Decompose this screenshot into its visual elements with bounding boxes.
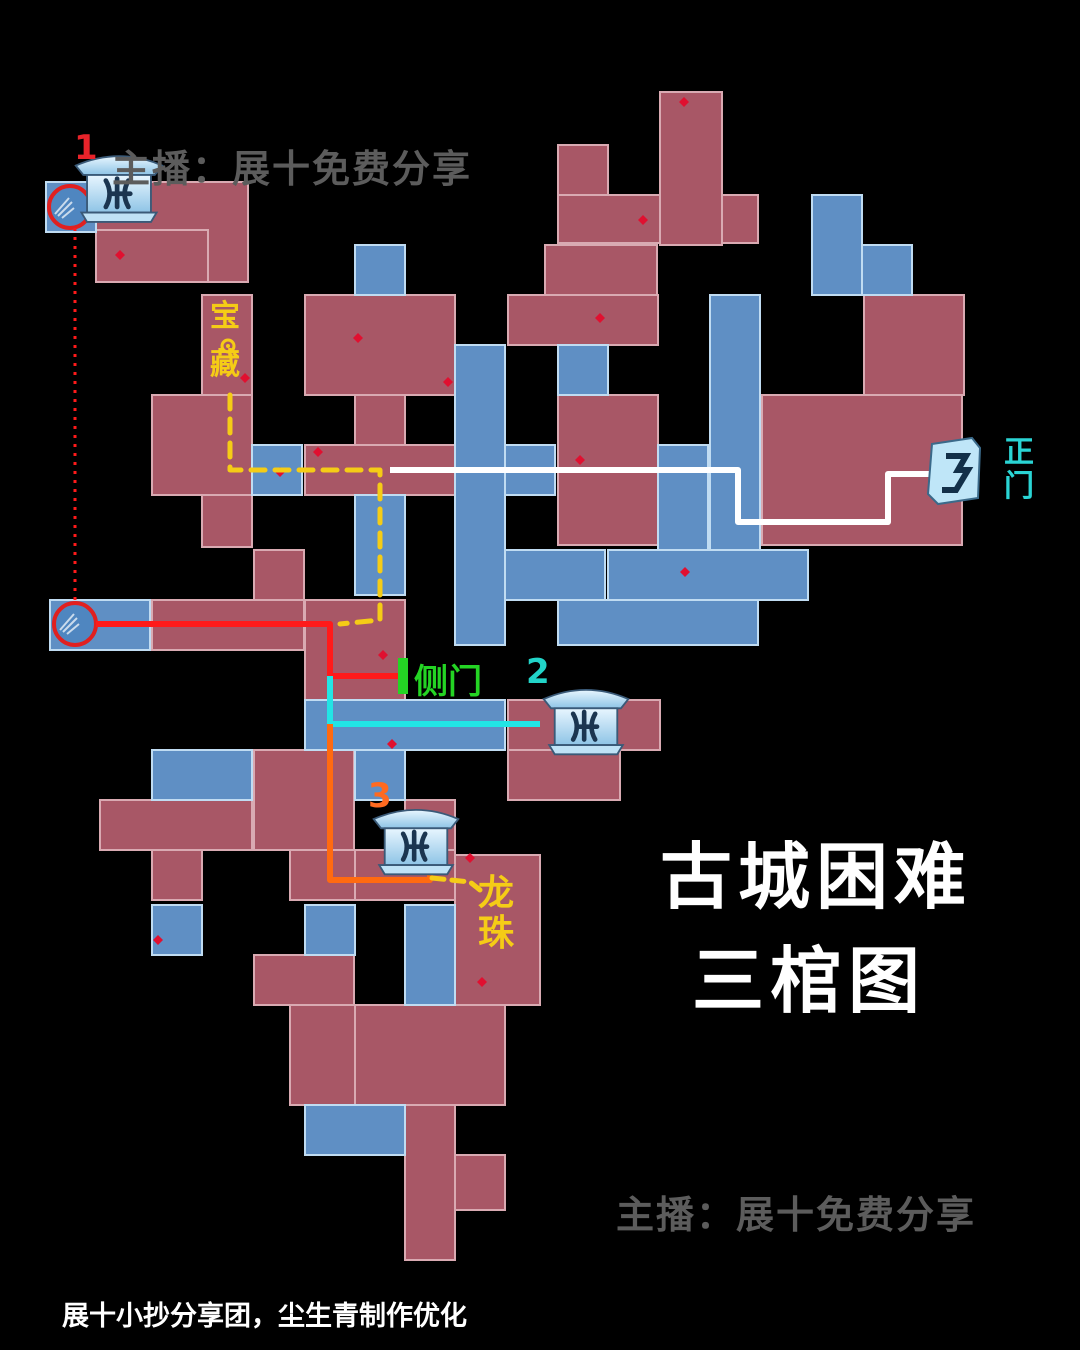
room-tile-blue bbox=[861, 244, 913, 296]
map-title-line2: 三棺图 bbox=[692, 939, 927, 1023]
room-marker-icon bbox=[378, 650, 388, 660]
room-tile-blue bbox=[454, 344, 506, 646]
room-tile-red bbox=[95, 229, 209, 283]
watermark-bottom: 主播：展十免费分享 bbox=[616, 1193, 977, 1237]
room-marker-icon bbox=[638, 215, 648, 225]
room-marker-icon bbox=[595, 313, 605, 323]
room-tile-blue bbox=[151, 904, 203, 956]
credit-text: 展十小抄分享团，尘生青制作优化 bbox=[62, 1301, 467, 1332]
side-gate-marker bbox=[398, 658, 408, 694]
room-marker-icon bbox=[153, 935, 163, 945]
coffin-number-1: 1 bbox=[74, 128, 98, 168]
room-tile-red bbox=[253, 749, 355, 851]
teleport-icon bbox=[52, 601, 98, 647]
room-tile-red bbox=[253, 549, 305, 601]
room-tile-blue bbox=[304, 1104, 406, 1156]
room-tile-red bbox=[201, 494, 253, 548]
room-tile-red bbox=[454, 1154, 506, 1211]
treasure-label-char2: 藏 bbox=[210, 346, 240, 382]
coffin-number-3: 3 bbox=[368, 776, 392, 816]
room-marker-icon bbox=[679, 97, 689, 107]
gate-icon bbox=[926, 436, 982, 506]
room-tile-blue bbox=[354, 244, 406, 296]
room-marker-icon bbox=[680, 567, 690, 577]
room-tile-red bbox=[289, 849, 356, 901]
room-tile-blue bbox=[557, 599, 759, 646]
room-marker-icon bbox=[443, 377, 453, 387]
red-route bbox=[96, 621, 398, 679]
room-tile-red bbox=[507, 749, 621, 801]
yellow-route-pearl bbox=[429, 875, 483, 893]
yellow-route-treasure bbox=[227, 392, 383, 627]
room-tile-red bbox=[289, 1004, 356, 1106]
teleport-icon bbox=[47, 184, 93, 230]
coffin-icon bbox=[544, 690, 629, 754]
room-tile-red bbox=[304, 294, 456, 396]
treasure-icon bbox=[220, 338, 236, 354]
room-marker-icon bbox=[240, 373, 250, 383]
dragon-pearl-label: 龙 珠 bbox=[478, 873, 515, 955]
room-tile-red bbox=[354, 1004, 506, 1106]
room-tile-red bbox=[454, 854, 541, 1006]
room-tile-red bbox=[151, 394, 253, 496]
room-tile-red bbox=[659, 91, 723, 246]
main-gate-char1: 正 bbox=[1004, 435, 1034, 470]
treasure-label: 宝 藏 bbox=[210, 300, 240, 381]
room-tile-blue bbox=[557, 344, 609, 396]
side-gate-label: 侧门 bbox=[414, 662, 482, 702]
room-marker-icon bbox=[353, 333, 363, 343]
main-gate-char2: 门 bbox=[1004, 468, 1034, 504]
room-tile-red bbox=[544, 244, 658, 296]
map-title-line1: 古城困难 bbox=[660, 835, 973, 919]
treasure-label-char1: 宝 bbox=[210, 299, 240, 334]
white-route bbox=[390, 467, 935, 525]
room-marker-icon bbox=[115, 250, 125, 260]
room-tile-blue bbox=[304, 904, 356, 956]
dragon-pearl-char2: 珠 bbox=[478, 913, 515, 955]
room-tile-red bbox=[507, 294, 659, 346]
room-marker-icon bbox=[313, 447, 323, 457]
room-marker-icon bbox=[465, 853, 475, 863]
room-tile-red bbox=[404, 1104, 456, 1261]
room-tile-blue bbox=[657, 444, 709, 551]
room-tile-blue bbox=[811, 194, 863, 296]
main-gate-label: 正 门 bbox=[1004, 436, 1034, 503]
room-tile-red bbox=[99, 799, 253, 851]
coffin-number-2: 2 bbox=[526, 652, 550, 692]
room-tile-blue bbox=[504, 549, 606, 601]
dragon-pearl-char1: 龙 bbox=[478, 873, 515, 914]
room-tile-red bbox=[863, 294, 965, 396]
room-marker-icon bbox=[387, 739, 397, 749]
watermark-top: 主播：展十免费分享 bbox=[112, 147, 473, 191]
room-tile-blue bbox=[607, 549, 809, 601]
room-tile-blue bbox=[404, 904, 456, 1006]
room-tile-red bbox=[253, 954, 355, 1006]
room-tile-red bbox=[557, 194, 759, 244]
room-tile-blue bbox=[354, 749, 406, 801]
room-tile-red bbox=[304, 599, 406, 701]
room-marker-icon bbox=[477, 977, 487, 987]
room-tile-red bbox=[151, 849, 203, 901]
coffin-icon bbox=[374, 810, 459, 874]
room-marker-icon bbox=[575, 455, 585, 465]
room-tile-blue bbox=[151, 749, 253, 801]
